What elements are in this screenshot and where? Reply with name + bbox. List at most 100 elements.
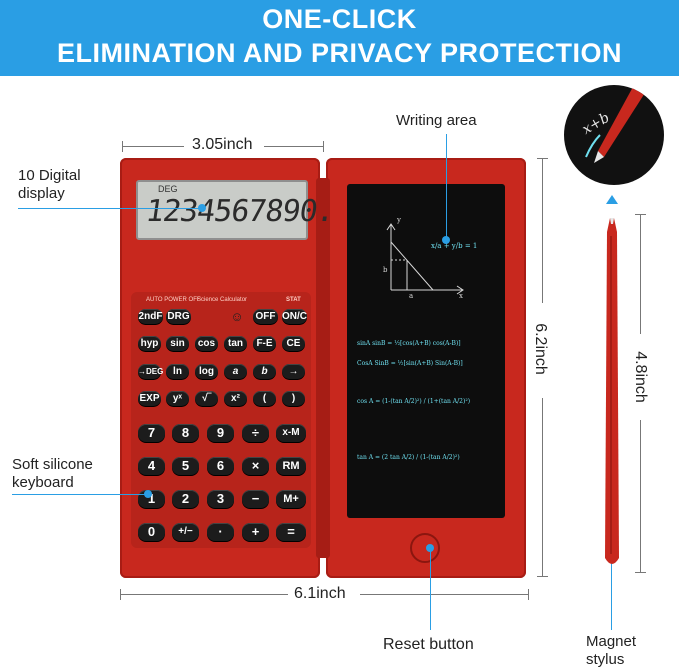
callout-display: 10 Digital display <box>18 167 81 203</box>
dim-tick <box>537 576 548 577</box>
smiley-icon: ☺ <box>230 309 244 324</box>
key-off[interactable]: OFF <box>253 309 278 324</box>
key-ce[interactable]: CE <box>282 336 305 351</box>
dim-tick <box>122 141 123 152</box>
arrow-up-icon <box>606 195 618 204</box>
callout-stylus: Magnet stylus <box>586 633 636 669</box>
formula-line: x/a + y/b = 1 <box>431 242 478 250</box>
key-rm[interactable]: RM <box>276 457 306 475</box>
dim-line-stylus-bottom <box>640 420 641 572</box>
key-divide[interactable]: ÷ <box>242 424 269 442</box>
key-a[interactable]: a <box>224 364 247 379</box>
banner-title-line1: ONE-CLICK <box>262 4 417 34</box>
callout-stylus-line2: stylus <box>586 651 625 668</box>
key-sqrt[interactable]: √‾ <box>195 391 218 406</box>
banner: ONE-CLICK ELIMINATION AND PRIVACY PROTEC… <box>0 0 679 76</box>
callout-keyboard-line1: Soft silicone <box>12 456 93 473</box>
callout-reset: Reset button <box>383 636 474 653</box>
width-total-label: 6.1inch <box>294 585 346 602</box>
key-8[interactable]: 8 <box>172 424 199 442</box>
callout-display-line <box>18 208 202 209</box>
callout-writing-area: Writing area <box>396 112 477 129</box>
dim-tick <box>635 572 646 573</box>
dim-line-stylus-top <box>640 214 641 334</box>
key-tan[interactable]: tan <box>224 336 247 351</box>
key-decimal[interactable]: · <box>207 523 234 541</box>
key-hyp[interactable]: hyp <box>138 336 161 351</box>
callout-keyboard-line2: keyboard <box>12 474 74 491</box>
lcd-display: DEG 1234567890. <box>136 180 336 240</box>
key-arrow-right[interactable]: → <box>282 364 305 379</box>
keypad <box>131 292 311 548</box>
formula-line: CosA SinB = ½[sin(A+B) Sin(A-B)] <box>357 360 463 367</box>
dim-tick <box>323 141 324 152</box>
key-log[interactable]: log <box>195 364 218 379</box>
key-equals[interactable]: = <box>276 523 306 541</box>
key-m-plus[interactable]: M+ <box>276 490 306 508</box>
key-square[interactable]: x² <box>224 391 247 406</box>
key-exp[interactable]: EXP <box>138 391 161 406</box>
key-2[interactable]: 2 <box>172 490 199 508</box>
keypad-header-right: STAT <box>286 297 301 303</box>
key-b[interactable]: b <box>253 364 276 379</box>
key-cos[interactable]: cos <box>195 336 218 351</box>
banner-title-line2: ELIMINATION AND PRIVACY PROTECTION <box>56 38 622 68</box>
callout-display-dot <box>198 204 206 212</box>
key-plus[interactable]: + <box>242 523 269 541</box>
stylus-tip-illustration: x+b <box>580 85 650 163</box>
dim-line-top-right <box>264 146 324 147</box>
key-5[interactable]: 5 <box>172 457 199 475</box>
key-x-m[interactable]: x-M <box>276 424 306 442</box>
key-multiply[interactable]: × <box>242 457 269 475</box>
height-calc-label: 6.2inch <box>531 323 549 375</box>
key-to-deg[interactable]: →DEG <box>138 364 163 379</box>
dim-line-height-top <box>542 158 543 303</box>
svg-text:x: x <box>459 292 463 300</box>
formula-line: tan A = (2 tan A/2) / (1-(tan A/2)²) <box>357 454 460 461</box>
key-3[interactable]: 3 <box>207 490 234 508</box>
dim-tick <box>635 214 646 215</box>
key-power[interactable]: yˣ <box>166 391 189 406</box>
key-ln[interactable]: ln <box>166 364 189 379</box>
stylus[interactable] <box>599 218 625 570</box>
dim-line-top-left <box>122 146 184 147</box>
dim-tick <box>120 589 121 600</box>
stylus-zoom: x+b <box>564 85 664 185</box>
dim-tick <box>528 589 529 600</box>
key-plus-minus[interactable]: +/− <box>172 523 199 541</box>
callout-writing-area-dot <box>442 236 450 244</box>
dim-tick <box>537 158 548 159</box>
callout-reset-line <box>430 548 431 630</box>
callout-display-line1: 10 Digital <box>18 167 81 184</box>
reset-button[interactable] <box>410 533 440 563</box>
key-0[interactable]: 0 <box>138 523 165 541</box>
dim-line-bottom-left <box>120 594 288 595</box>
callout-keyboard: Soft silicone keyboard <box>12 456 93 492</box>
key-sin[interactable]: sin <box>166 336 189 351</box>
key-on-c[interactable]: ON/C <box>282 309 307 324</box>
key-paren-close[interactable]: ) <box>282 391 305 406</box>
dim-line-bottom-right <box>360 594 528 595</box>
keypad-header-center: Science Calculator <box>197 297 248 303</box>
key-9[interactable]: 9 <box>207 424 234 442</box>
dim-line-height-bottom <box>542 398 543 576</box>
formula-line: sinA sinB = ½[cos(A+B) cos(A-B)] <box>357 340 461 347</box>
callout-writing-area-line <box>446 134 447 238</box>
keypad-header-left: AUTO POWER OFF <box>146 297 201 303</box>
key-drg[interactable]: DRG <box>166 309 191 324</box>
callout-stylus-line <box>611 528 612 630</box>
key-f-e[interactable]: F-E <box>253 336 276 351</box>
key-paren-open[interactable]: ( <box>253 391 276 406</box>
key-2ndf[interactable]: 2ndF <box>138 309 163 324</box>
callout-stylus-line1: Magnet <box>586 633 637 650</box>
lcd-mode: DEG <box>158 184 178 194</box>
key-4[interactable]: 4 <box>138 457 165 475</box>
svg-text:b: b <box>383 266 388 274</box>
writing-board[interactable]: y x b a x/a + y/b = 1 sinA sinB = ½[cos(… <box>347 184 505 518</box>
key-7[interactable]: 7 <box>138 424 165 442</box>
key-6[interactable]: 6 <box>207 457 234 475</box>
key-minus[interactable]: − <box>242 490 269 508</box>
width-calc-label: 3.05inch <box>192 136 253 153</box>
callout-display-line2: display <box>18 185 65 202</box>
svg-text:a: a <box>409 292 413 300</box>
